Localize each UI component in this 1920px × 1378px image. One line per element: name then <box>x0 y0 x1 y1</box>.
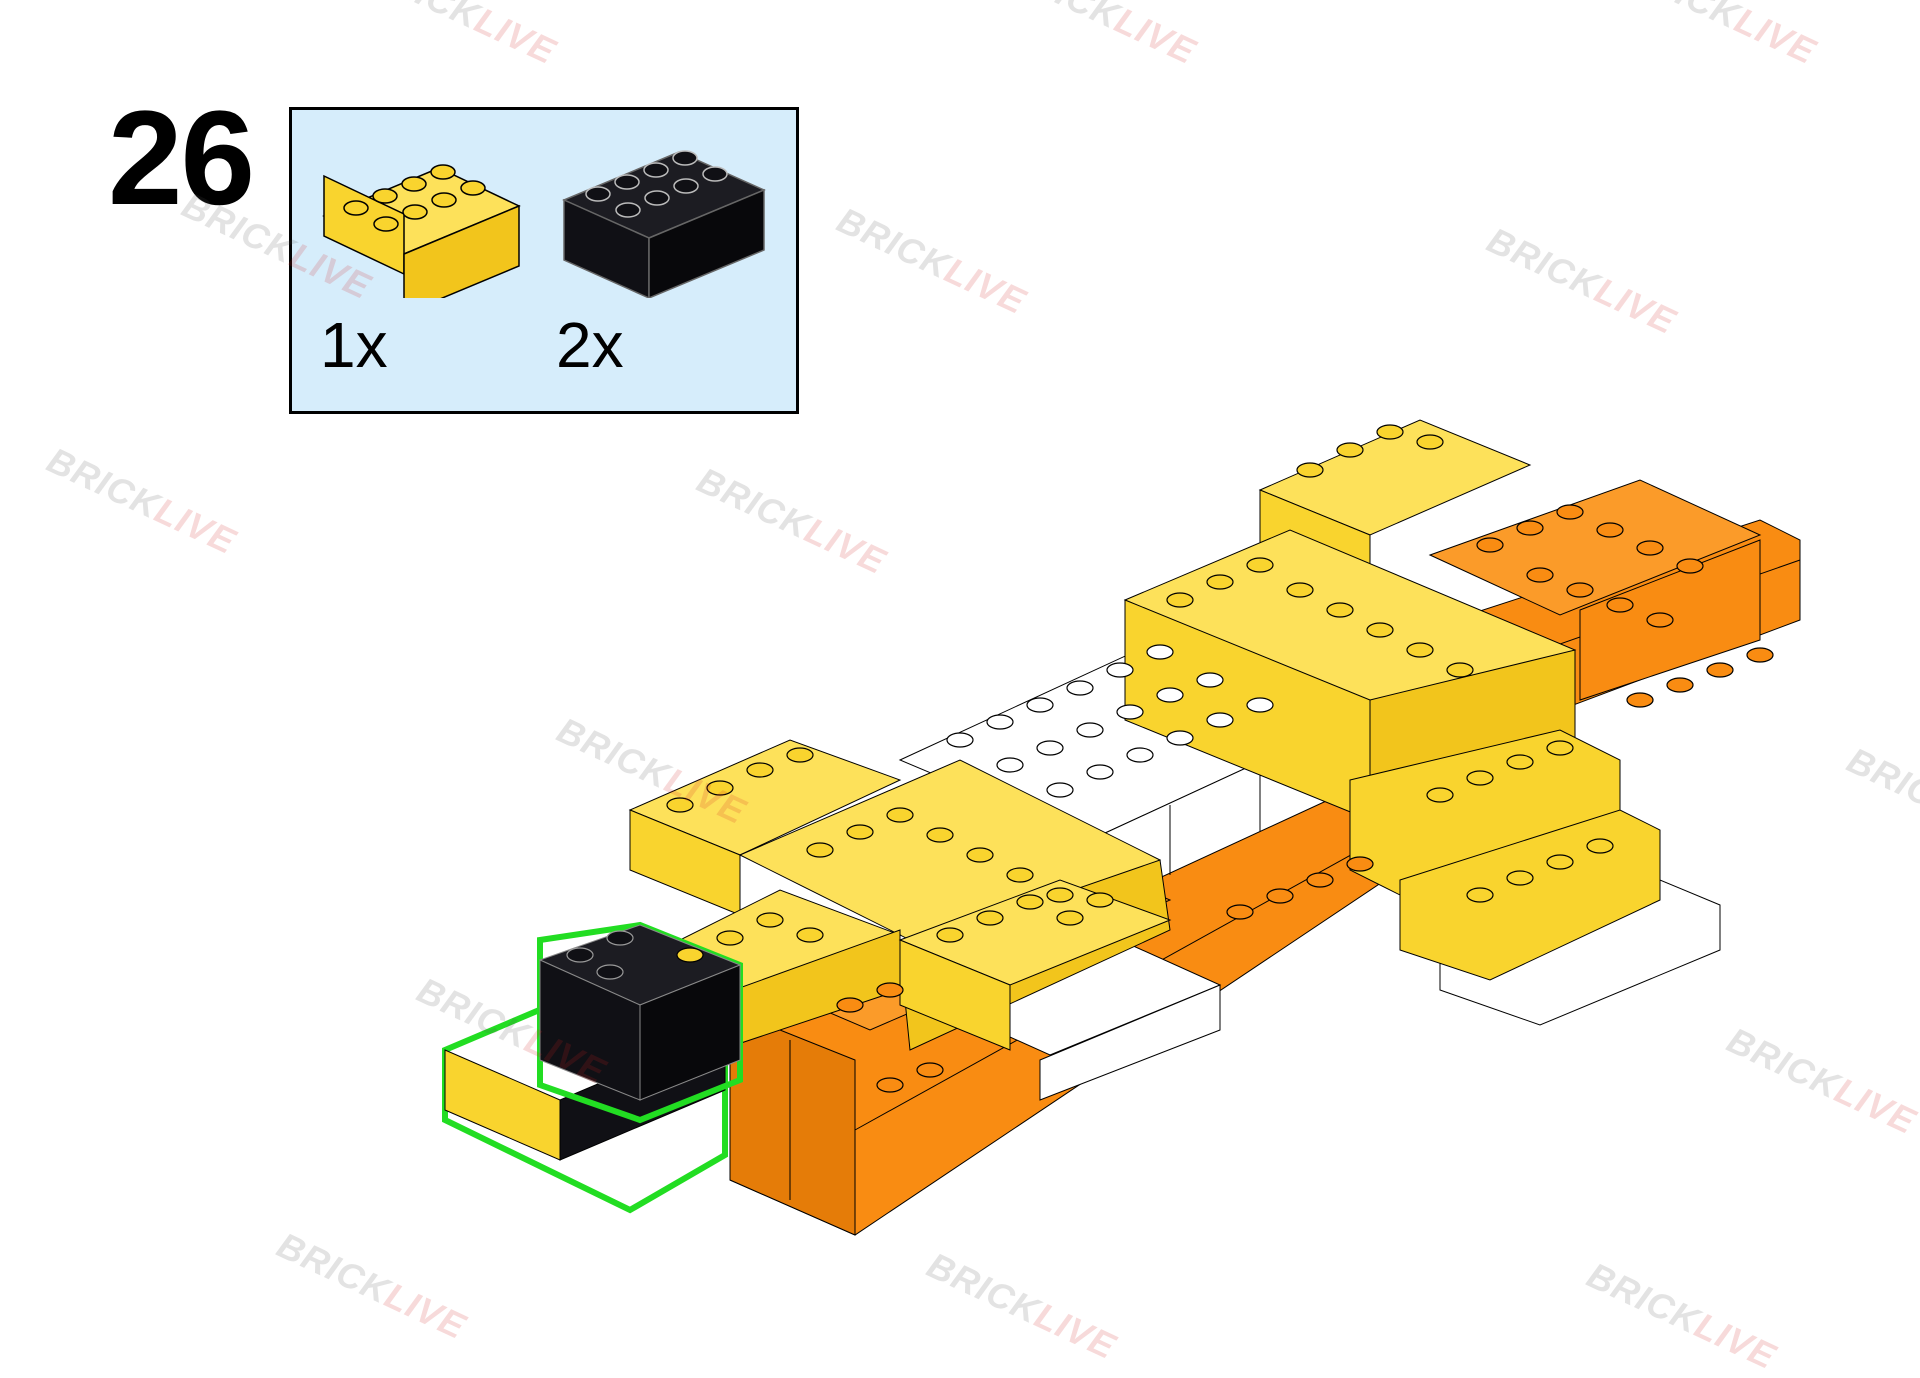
step-number: 26 <box>108 84 255 233</box>
yellow-bricks <box>628 419 1661 1051</box>
black-2x4-brick-icon <box>562 150 766 298</box>
parts-callout: 1x 2x <box>289 107 799 414</box>
yellow-brick-quantity: 1x <box>320 309 388 381</box>
new-parts-highlight <box>442 921 743 1214</box>
yellow-2x4-brick-icon <box>322 164 521 298</box>
black-brick-quantity: 2x <box>556 309 624 381</box>
studs <box>566 424 1774 1093</box>
